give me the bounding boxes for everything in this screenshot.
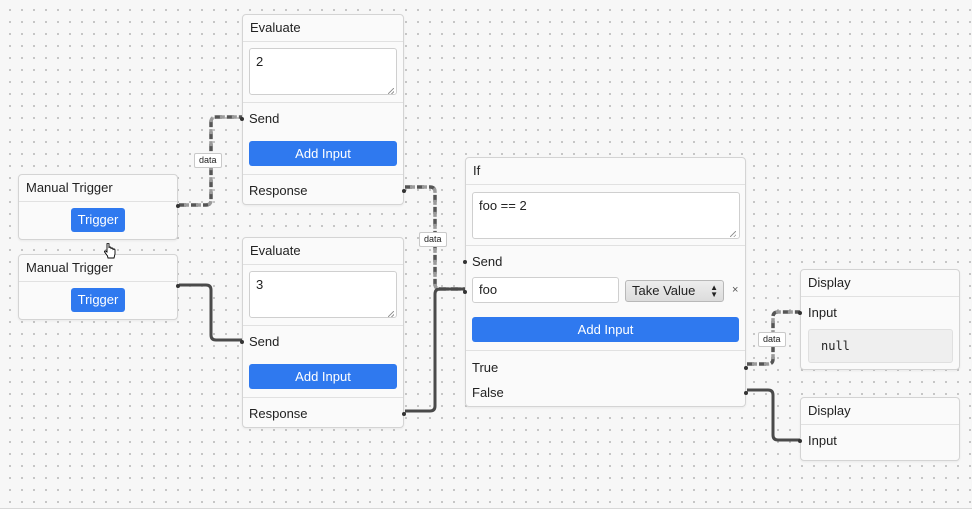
wire-label-data: data: [419, 232, 447, 247]
wire-if-false-to-display2[interactable]: [747, 388, 801, 442]
node-title: Display: [801, 398, 959, 425]
response-port-label: Response: [249, 406, 308, 421]
true-port-label: True: [472, 360, 499, 375]
response-port-label: Response: [249, 183, 308, 198]
input-mode-select[interactable]: Take Value ▲▼: [625, 280, 724, 302]
node-title: Display: [801, 270, 959, 297]
expression-input[interactable]: 3: [249, 271, 397, 318]
output-port[interactable]: [176, 204, 180, 208]
wire-label-data: data: [194, 153, 222, 168]
evaluate-node[interactable]: Evaluate 2 Send Add Input Response: [240, 14, 406, 205]
remove-input-button[interactable]: ×: [732, 284, 739, 296]
send-port-label: Send: [472, 254, 503, 269]
input-port[interactable]: [798, 311, 802, 315]
node-title: Manual Trigger: [19, 175, 177, 202]
wire-trigger2-to-evaluate2[interactable]: [179, 283, 243, 342]
trigger-button[interactable]: Trigger: [71, 208, 125, 232]
output-port[interactable]: [176, 284, 180, 288]
display-node[interactable]: Display Input: [798, 397, 960, 461]
send-port-label: Send: [249, 111, 280, 126]
wire-evaluate2-to-if[interactable]: [405, 287, 466, 413]
hand-cursor-icon: [104, 243, 116, 259]
resize-grip-icon[interactable]: [388, 88, 394, 94]
if-node[interactable]: If foo == 2 Send foo Take Value ▲▼ × Add…: [463, 157, 748, 407]
input-port-label: Input: [808, 305, 837, 320]
manual-trigger-node[interactable]: Manual Trigger Trigger: [18, 174, 180, 240]
node-title: Evaluate: [243, 238, 403, 265]
expression-input[interactable]: 2: [249, 48, 397, 95]
input-port[interactable]: [798, 439, 802, 443]
wire-label-data: data: [758, 332, 786, 347]
node-title: Evaluate: [243, 15, 403, 42]
output-port[interactable]: [744, 366, 748, 370]
input-port-label: Input: [808, 433, 837, 448]
condition-input[interactable]: foo == 2: [472, 192, 740, 239]
input-name-field[interactable]: foo: [472, 277, 619, 303]
select-value: Take Value: [632, 283, 696, 298]
input-port[interactable]: [463, 260, 467, 264]
input-port[interactable]: [240, 117, 244, 121]
canvas-bottom-bar: [0, 508, 972, 512]
output-port[interactable]: [744, 391, 748, 395]
false-port-label: False: [472, 385, 504, 400]
node-title: Manual Trigger: [19, 255, 177, 282]
evaluate-node[interactable]: Evaluate 3 Send Add Input Response: [240, 237, 406, 428]
select-arrows-icon: ▲▼: [710, 283, 718, 299]
trigger-button[interactable]: Trigger: [71, 288, 125, 312]
display-node[interactable]: Display Input null: [798, 269, 960, 370]
add-input-button[interactable]: Add Input: [249, 141, 397, 166]
input-port[interactable]: [240, 340, 244, 344]
add-input-button[interactable]: Add Input: [249, 364, 397, 389]
output-port[interactable]: [402, 412, 406, 416]
display-value: null: [808, 329, 953, 363]
node-title: If: [466, 158, 745, 185]
resize-grip-icon[interactable]: [730, 231, 736, 237]
output-port[interactable]: [402, 189, 406, 193]
input-port[interactable]: [463, 290, 467, 294]
send-port-label: Send: [249, 334, 280, 349]
manual-trigger-node[interactable]: Manual Trigger Trigger: [18, 254, 180, 320]
add-input-button[interactable]: Add Input: [472, 317, 739, 342]
resize-grip-icon[interactable]: [388, 311, 394, 317]
